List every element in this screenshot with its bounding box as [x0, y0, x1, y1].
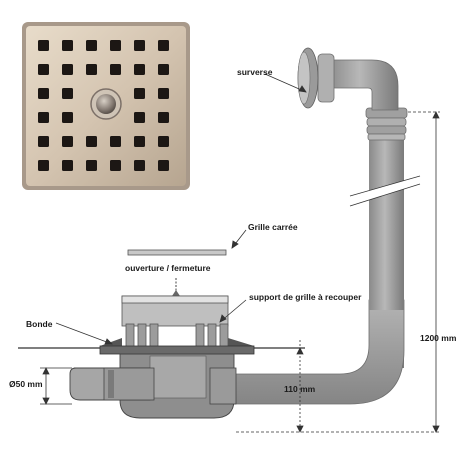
dimension-50mm [40, 367, 72, 405]
dimension-110mm [296, 340, 304, 433]
leader-lines [55, 73, 307, 345]
grate-hole [134, 64, 145, 75]
grate-knob-cap [96, 94, 116, 114]
label-bonde: Bonde [26, 319, 53, 329]
label-diam-50: Ø50 mm [9, 379, 43, 389]
drain-body [69, 249, 255, 419]
grate-hole [134, 160, 145, 171]
grate-hole [110, 136, 121, 147]
grate-hole [134, 112, 145, 123]
grate-hole [86, 64, 97, 75]
label-dim-110: 110 mm [284, 384, 316, 394]
grate-hole [62, 88, 73, 99]
grate-hole [158, 88, 169, 99]
grate-hole [158, 40, 169, 51]
label-ouverture-fermeture: ouverture / fermeture [125, 263, 211, 273]
grate-hole [62, 160, 73, 171]
grate-hole [62, 40, 73, 51]
label-support-grille: support de grille à recouper [249, 292, 362, 302]
grate-hole [86, 160, 97, 171]
grate-hole [158, 64, 169, 75]
grate-hole [110, 64, 121, 75]
grate-hole [62, 136, 73, 147]
grate-hole [38, 136, 49, 147]
label-dim-1200: 1200 mm [420, 333, 457, 343]
pipe-break-marks [349, 175, 421, 207]
dimension-1200mm [236, 111, 440, 433]
grate-hole [110, 40, 121, 51]
grate-hole [158, 136, 169, 147]
grate-holes [38, 40, 169, 171]
square-grate-photo [22, 22, 190, 190]
grate-hole [62, 64, 73, 75]
label-grille-carree: Grille carrée [248, 222, 298, 232]
grate-hole [110, 160, 121, 171]
square-grate-plate [127, 249, 227, 256]
grate-hole [158, 112, 169, 123]
grate-hole [38, 160, 49, 171]
grate-hole [38, 88, 49, 99]
grate-hole [38, 40, 49, 51]
grate-hole [134, 88, 145, 99]
grate-hole [38, 112, 49, 123]
grate-hole [38, 64, 49, 75]
grate-hole [86, 40, 97, 51]
grate-hole [134, 40, 145, 51]
grate-hole [158, 160, 169, 171]
grate-hole [62, 112, 73, 123]
label-surverse: surverse [237, 67, 273, 77]
grate-hole [86, 136, 97, 147]
drain-pipe [231, 280, 405, 405]
grate-hole [134, 136, 145, 147]
